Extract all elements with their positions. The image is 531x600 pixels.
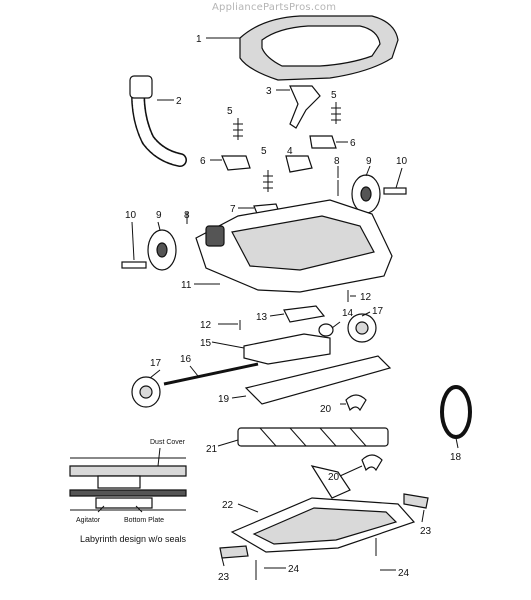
callout-13: 13 — [256, 312, 268, 323]
callout-19: 19 — [218, 394, 230, 405]
callout-23: 23 — [218, 572, 230, 583]
part-15-belt-guard[interactable] — [243, 333, 331, 365]
part-14-pulley[interactable] — [318, 323, 334, 337]
watermark: AppliancePartsPros.com — [212, 2, 337, 13]
inset-label-dust-cover: Dust Cover — [150, 439, 186, 446]
callout-8: 8 — [184, 210, 190, 221]
inset-label-agitator: Agitator — [76, 517, 101, 524]
part-5-screws[interactable] — [233, 102, 341, 192]
callout-24: 24 — [288, 564, 300, 575]
callout-3: 3 — [266, 86, 272, 97]
part-6-clip-right[interactable] — [309, 135, 337, 149]
part-6-clip-left[interactable] — [221, 155, 251, 171]
callout-17: 17 — [150, 358, 162, 369]
part-17-end-cap-right[interactable] — [347, 313, 377, 343]
callout-8: 8 — [334, 156, 340, 167]
part-20-clip-upper[interactable] — [345, 394, 367, 412]
callout-12: 12 — [360, 292, 372, 303]
callout-17: 17 — [372, 306, 384, 317]
callout-9: 9 — [156, 210, 162, 221]
part-2-hose[interactable] — [129, 75, 187, 167]
part-4-latch[interactable] — [285, 155, 313, 173]
callout-23: 23 — [420, 526, 432, 537]
callout-16: 16 — [180, 354, 192, 365]
callout-6: 6 — [200, 156, 206, 167]
callout-5: 5 — [227, 106, 233, 117]
part-9-wheel-left[interactable] — [147, 229, 177, 271]
callout-10: 10 — [125, 210, 137, 221]
part-11-base-housing[interactable] — [195, 199, 393, 293]
callout-21: 21 — [206, 444, 218, 455]
callout-labels: 1 2 3 5 5 6 6 5 4 8 9 10 7 10 9 8 11 12 … — [125, 34, 462, 583]
part-21-agitator[interactable] — [237, 427, 389, 447]
callout-4: 4 — [287, 146, 293, 157]
inset-label-bottom-plate: Bottom Plate — [124, 517, 164, 524]
callout-24: 24 — [398, 568, 410, 579]
callout-10: 10 — [396, 156, 408, 167]
part-10-axle-screws[interactable] — [121, 187, 407, 269]
part-9-wheel-right[interactable] — [351, 174, 381, 214]
callout-11: 11 — [181, 280, 192, 291]
part-18-belt[interactable] — [440, 385, 472, 439]
part-17-end-cap-left[interactable] — [131, 376, 161, 408]
callout-5: 5 — [261, 146, 267, 157]
callout-22: 22 — [222, 500, 234, 511]
part-23-pad-right[interactable] — [403, 493, 429, 509]
part-1-hood[interactable] — [239, 15, 399, 81]
callout-6: 6 — [350, 138, 356, 149]
inset-labyrinth-detail — [69, 447, 187, 513]
part-3-handle-release[interactable] — [289, 85, 321, 129]
callout-12: 12 — [200, 320, 212, 331]
callout-20: 20 — [320, 404, 332, 415]
part-16-shaft — [163, 362, 259, 386]
callout-15: 15 — [200, 338, 212, 349]
part-19-bumper[interactable] — [244, 355, 392, 405]
callout-14: 14 — [342, 308, 354, 319]
part-23-pad-left[interactable] — [219, 545, 249, 559]
part-24-screws[interactable] — [255, 538, 377, 580]
callout-18: 18 — [450, 452, 462, 463]
inset-caption: Labyrinth design w/o seals — [80, 534, 187, 544]
callout-5: 5 — [331, 90, 337, 101]
callout-1: 1 — [196, 34, 202, 45]
part-22-bottom-plate[interactable] — [230, 465, 416, 553]
callout-2: 2 — [176, 96, 182, 107]
callout-7: 7 — [230, 204, 236, 215]
part-20-clip-lower[interactable] — [361, 454, 383, 472]
callout-20: 20 — [328, 472, 340, 483]
callout-9: 9 — [366, 156, 372, 167]
leader-lines — [131, 165, 459, 571]
part-13-clip[interactable] — [283, 305, 326, 323]
